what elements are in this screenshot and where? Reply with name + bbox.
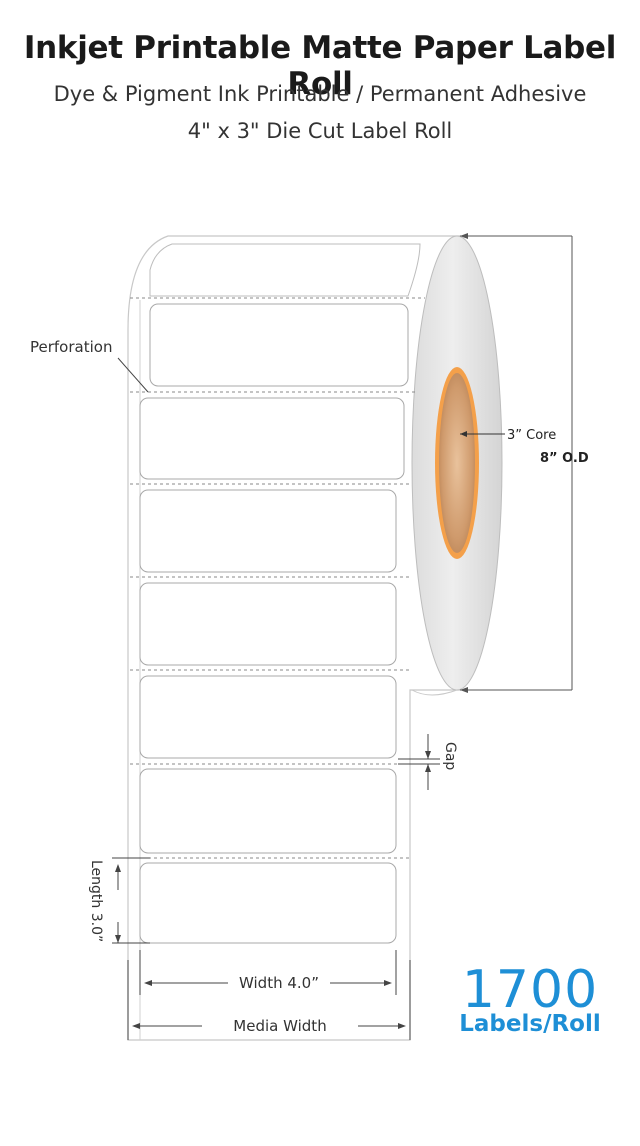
perforation-text: Perforation <box>30 338 112 356</box>
gap-text: Gap <box>442 742 458 770</box>
label <box>139 862 397 944</box>
label <box>139 582 397 666</box>
size-line: 4" x 3" Die Cut Label Roll <box>187 119 453 143</box>
media-width-dimension <box>127 960 411 1040</box>
perforation-leader <box>117 357 149 393</box>
subtitle: Dye & Pigment Ink Printable / Permanent … <box>53 82 587 106</box>
label-count: 1700 <box>461 960 599 1020</box>
roll-core <box>439 373 475 553</box>
labels <box>139 303 409 944</box>
label <box>139 768 397 854</box>
media-width-text: Media Width <box>233 1017 326 1035</box>
label <box>139 489 397 573</box>
label <box>139 397 405 480</box>
label <box>139 675 397 759</box>
label <box>149 303 409 387</box>
page-title: Inkjet Printable Matte Paper Label Roll <box>23 30 617 102</box>
label-count-unit: Labels/Roll <box>459 1011 601 1037</box>
width-text: Width 4.0” <box>239 974 319 992</box>
label-top <box>149 243 421 297</box>
width-dimension <box>139 950 397 995</box>
perforation-lines <box>130 297 425 859</box>
od-text: 8” O.D <box>540 451 589 466</box>
length-text: Length 3.0” <box>88 860 104 942</box>
core-text: 3” Core <box>507 428 556 443</box>
od-dimension <box>460 235 573 691</box>
